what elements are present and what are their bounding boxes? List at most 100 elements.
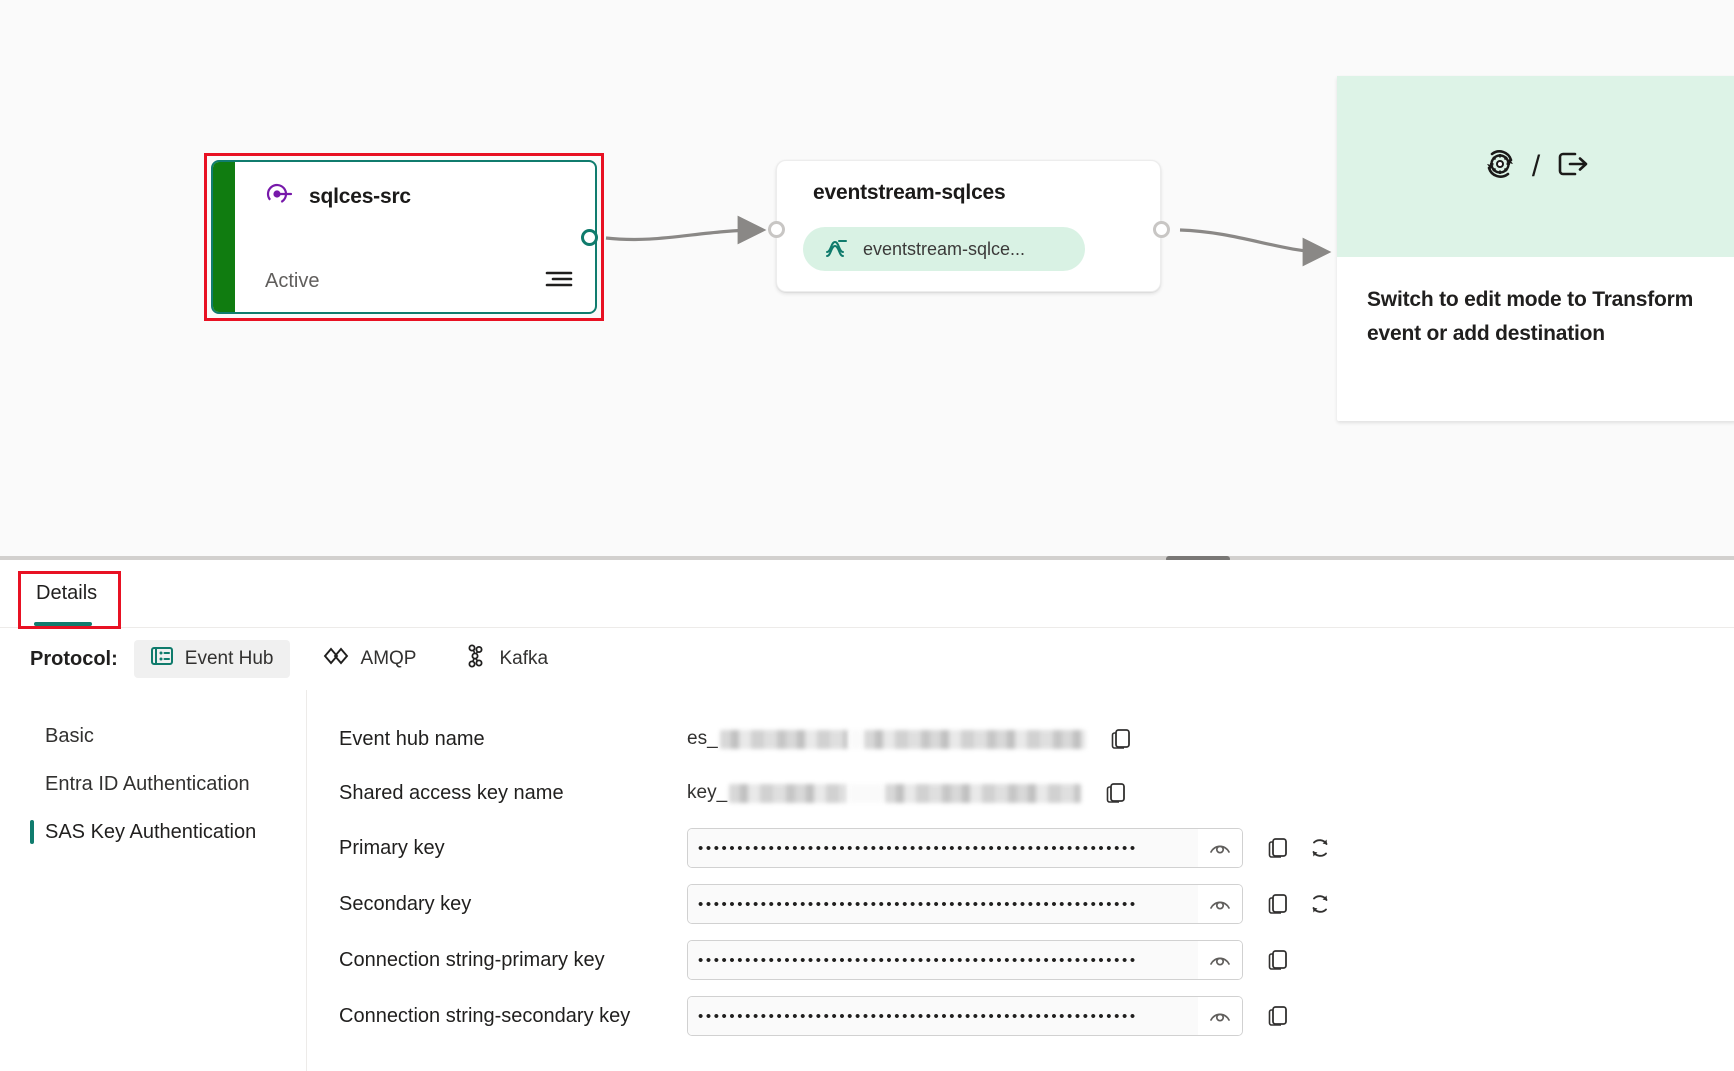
- value-prefix-event-hub-name: es_: [687, 728, 718, 749]
- node-status-bar: [213, 162, 235, 312]
- hint-separator: /: [1531, 149, 1541, 183]
- redacted-gap: [849, 729, 862, 749]
- secondary-key-value: ••••••••••••••••••••••••••••••••••••••••…: [688, 885, 1198, 923]
- hint-card-header: /: [1337, 76, 1734, 257]
- redacted-value-part: [863, 729, 1086, 749]
- panel-splitter: [0, 556, 1734, 560]
- subnav-item-basic[interactable]: Basic: [0, 712, 306, 760]
- label-connection-string-secondary-key: Connection string-secondary key: [339, 1004, 631, 1027]
- eye-icon[interactable]: [1198, 885, 1242, 923]
- copy-icon[interactable]: [1265, 835, 1291, 861]
- edit-mode-hint-card: / Switch to edit mode to Transform event…: [1337, 76, 1734, 421]
- form-row-connection-string-primary-key: Connection string-primary key ••••••••••…: [307, 932, 1734, 988]
- connection-string-secondary-input[interactable]: ••••••••••••••••••••••••••••••••••••••••…: [687, 996, 1243, 1036]
- eye-icon[interactable]: [1198, 997, 1242, 1035]
- source-node-header: sqlces-src: [265, 182, 411, 211]
- panel-drag-handle[interactable]: [1166, 556, 1230, 562]
- source-node-highlight: [204, 153, 604, 321]
- protocol-label-amqp: AMQP: [360, 648, 417, 669]
- tab-details-underline: [34, 622, 92, 626]
- eye-icon[interactable]: [1198, 829, 1242, 867]
- row-actions-primary-key: [1265, 835, 1333, 861]
- row-actions-shared-access-key-name: [1103, 780, 1129, 806]
- eventstream-node-title: eventstream-sqlces: [813, 181, 1006, 204]
- sas-key-form: Event hub name es_: [307, 690, 1734, 1071]
- refresh-icon[interactable]: [1307, 835, 1333, 861]
- details-tab-highlight: [18, 571, 121, 629]
- hint-card-text: Switch to edit mode to Transform event o…: [1367, 288, 1694, 345]
- row-actions-event-hub-name: [1108, 726, 1134, 752]
- transform-event-icon: [1482, 146, 1518, 187]
- subnav-item-entra-id-authentication[interactable]: Entra ID Authentication: [0, 760, 306, 808]
- eventstream-output-port[interactable]: [1153, 221, 1170, 238]
- eventstream-wave-icon: [823, 234, 849, 265]
- source-node-status: Active: [265, 270, 320, 292]
- edge-eventstream-to-hint: [1179, 228, 1332, 267]
- destination-export-icon: [1554, 146, 1592, 187]
- secondary-key-input[interactable]: ••••••••••••••••••••••••••••••••••••••••…: [687, 884, 1243, 924]
- connection-string-primary-input[interactable]: ••••••••••••••••••••••••••••••••••••••••…: [687, 940, 1243, 980]
- row-actions-connection-string-primary: [1265, 947, 1291, 973]
- subnav-item-sas-key-authentication[interactable]: SAS Key Authentication: [0, 808, 306, 856]
- label-secondary-key: Secondary key: [339, 892, 472, 915]
- form-row-primary-key: Primary key ••••••••••••••••••••••••••••…: [307, 820, 1734, 876]
- protocol-label: Protocol:: [30, 647, 118, 670]
- connection-string-primary-value: ••••••••••••••••••••••••••••••••••••••••…: [688, 941, 1198, 979]
- redacted-value-part: [719, 729, 848, 749]
- subnav-label-sas-key: SAS Key Authentication: [45, 820, 257, 843]
- primary-key-value: ••••••••••••••••••••••••••••••••••••••••…: [688, 829, 1198, 867]
- source-node-sqlces-src[interactable]: sqlces-src Active: [211, 160, 597, 314]
- value-shared-access-key-name: key_: [687, 782, 1082, 804]
- subnav-label-entra-id: Entra ID Authentication: [45, 772, 250, 795]
- edge-src-to-eventstream: [605, 215, 767, 245]
- protocol-option-kafka[interactable]: Kafka: [448, 640, 564, 678]
- protocol-label-event-hub: Event Hub: [184, 648, 274, 669]
- protocol-label-kafka: Kafka: [499, 648, 549, 669]
- event-hub-icon: [150, 645, 174, 673]
- copy-icon[interactable]: [1265, 947, 1291, 973]
- label-event-hub-name: Event hub name: [339, 727, 485, 750]
- value-prefix-shared-access-key-name: key_: [687, 782, 728, 803]
- list-menu-icon[interactable]: [545, 269, 573, 294]
- source-node-footer: Active: [265, 269, 573, 294]
- subnav-label-basic: Basic: [45, 724, 94, 747]
- copy-icon[interactable]: [1265, 891, 1291, 917]
- protocol-option-event-hub[interactable]: Event Hub: [133, 640, 290, 678]
- connection-string-secondary-value: ••••••••••••••••••••••••••••••••••••••••…: [688, 997, 1198, 1035]
- eventstream-pill-label: eventstream-sqlce...: [863, 238, 1026, 259]
- details-panel: Details Protocol: Event Hub: [0, 560, 1734, 1071]
- details-subnav: Basic Entra ID Authentication SAS Key Au…: [0, 690, 307, 1071]
- copy-icon[interactable]: [1108, 726, 1134, 752]
- panel-body: Basic Entra ID Authentication SAS Key Au…: [0, 690, 1734, 1071]
- copy-icon[interactable]: [1103, 780, 1129, 806]
- copy-icon[interactable]: [1265, 1003, 1291, 1029]
- eventstream-input-port[interactable]: [768, 221, 785, 238]
- eventstream-node[interactable]: eventstream-sqlces eventstream-sqlce...: [776, 160, 1161, 292]
- label-shared-access-key-name: Shared access key name: [339, 781, 564, 804]
- kafka-icon: [464, 644, 488, 674]
- row-actions-secondary-key: [1265, 891, 1333, 917]
- redacted-gap: [849, 783, 884, 803]
- source-plug-icon: [265, 182, 293, 211]
- eye-icon[interactable]: [1198, 941, 1242, 979]
- primary-key-input[interactable]: ••••••••••••••••••••••••••••••••••••••••…: [687, 828, 1243, 868]
- label-connection-string-primary-key: Connection string-primary key: [339, 948, 605, 971]
- amqp-icon: [322, 646, 350, 672]
- row-actions-connection-string-secondary: [1265, 1003, 1291, 1029]
- form-row-secondary-key: Secondary key ••••••••••••••••••••••••••…: [307, 876, 1734, 932]
- value-event-hub-name: es_: [687, 728, 1086, 750]
- label-primary-key: Primary key: [339, 836, 445, 859]
- panel-tabbar: Details: [0, 560, 1734, 629]
- form-row-connection-string-secondary-key: Connection string-secondary key ••••••••…: [307, 988, 1734, 1044]
- protocol-option-amqp[interactable]: AMQP: [306, 640, 433, 678]
- refresh-icon[interactable]: [1307, 891, 1333, 917]
- redacted-value-part: [729, 783, 848, 803]
- form-row-event-hub-name: Event hub name es_: [307, 712, 1734, 766]
- eventstream-canvas[interactable]: sqlces-src Active eventstream-sqlces: [0, 0, 1734, 558]
- redacted-value-part: [885, 783, 1082, 803]
- eventstream-node-pill[interactable]: eventstream-sqlce...: [803, 227, 1085, 271]
- form-row-shared-access-key-name: Shared access key name key_: [307, 766, 1734, 820]
- source-node-output-port[interactable]: [581, 229, 598, 246]
- source-node-title: sqlces-src: [309, 184, 411, 208]
- tab-details[interactable]: Details: [36, 582, 98, 604]
